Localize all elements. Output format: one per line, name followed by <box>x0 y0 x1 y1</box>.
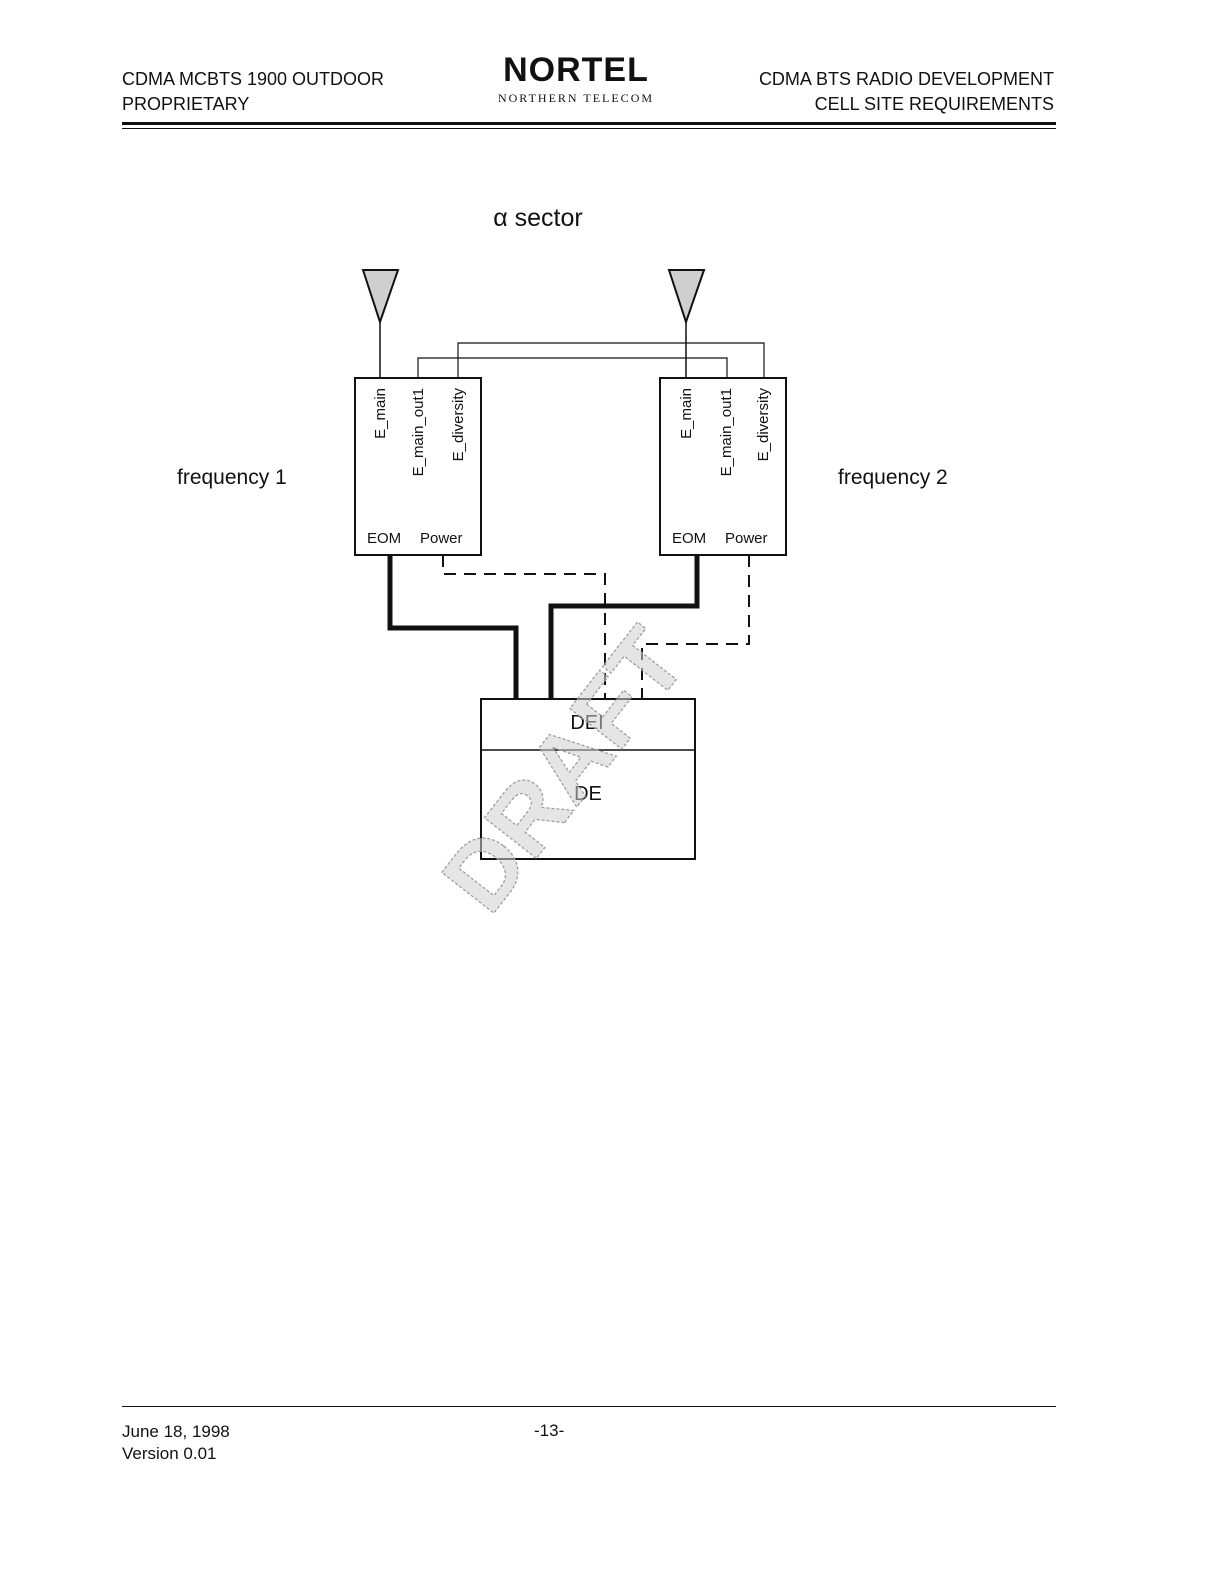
right-power-label: Power <box>725 530 768 547</box>
left-power-label: Power <box>420 530 463 547</box>
signal-cable-left <box>390 555 516 699</box>
cross-link-outer <box>418 358 727 378</box>
page-number: -13- <box>534 1421 564 1441</box>
left-port-main-out-label: E_main_out1 <box>410 388 427 476</box>
right-eom-label: EOM <box>672 530 706 547</box>
right-port-diversity-label: E_diversity <box>755 388 772 462</box>
footer-date: June 18, 1998 <box>122 1421 230 1443</box>
left-port-diversity-label: E_diversity <box>450 388 467 462</box>
frequency-1-label: frequency 1 <box>177 466 287 489</box>
right-port-main-label: E_main <box>678 388 695 439</box>
cross-link-inner <box>458 343 764 378</box>
antenna-right-icon <box>669 270 704 322</box>
frequency-2-label: frequency 2 <box>838 466 948 489</box>
antenna-left-icon <box>363 270 398 322</box>
left-eom-label: EOM <box>367 530 401 547</box>
footer-left: June 18, 1998 Version 0.01 <box>122 1421 230 1465</box>
left-port-main-label: E_main <box>372 388 389 439</box>
diagram-title: α sector <box>493 204 582 232</box>
footer-version: Version 0.01 <box>122 1443 230 1465</box>
footer-rule <box>122 1406 1056 1407</box>
right-port-main-out-label: E_main_out1 <box>718 388 735 476</box>
